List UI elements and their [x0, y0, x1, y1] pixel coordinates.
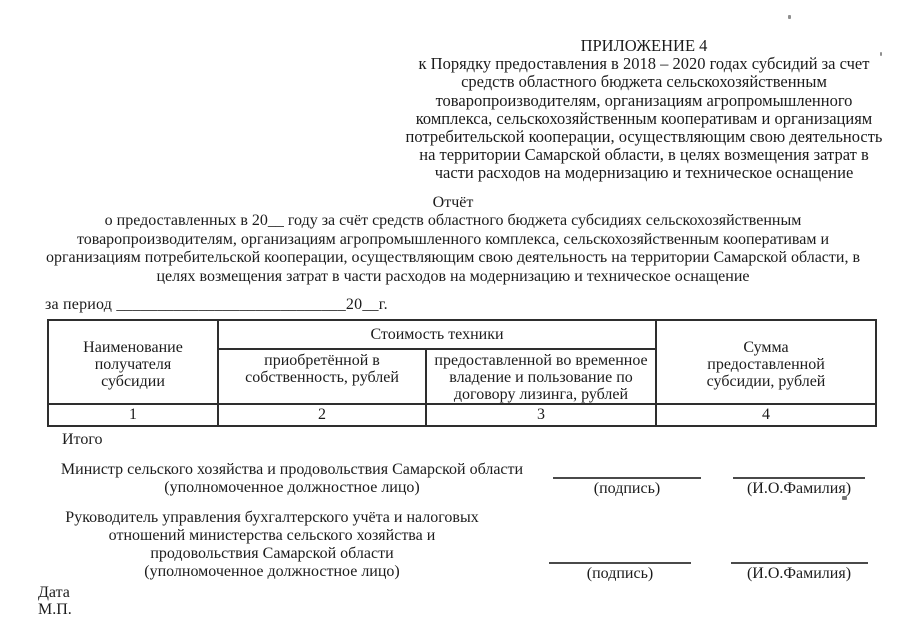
report-header: Отчёт о предоставленных в 20__ году за с… [33, 194, 873, 286]
scan-artifact [880, 52, 882, 56]
header-cost-group-label: Стоимость техники [370, 326, 504, 343]
accounting-head-title: Руководитель управления бухгалтерского у… [65, 509, 479, 562]
scan-artifact [788, 15, 791, 19]
accounting-head-signature-line [549, 562, 691, 564]
minister-title: Министр сельского хозяйства и продовольс… [60, 461, 524, 478]
accounting-head-name-line [731, 562, 868, 564]
header-cell-recipient: Наименование получателя субсидии [47, 319, 219, 405]
table-header-row-2: приобретённой в собственность, рублей пр… [48, 348, 876, 405]
header-cell-cost-group: Стоимость техники [217, 319, 657, 350]
signature-block-accounting-head: Руководитель управления бухгалтерского у… [52, 509, 492, 581]
column-number-3: 3 [425, 403, 657, 427]
date-label: Дата [38, 584, 70, 601]
minister-subtitle: (уполномоченное должностное лицо) [164, 479, 420, 496]
appendix-header: ПРИЛОЖЕНИЕ 4 к Порядку предоставления в … [386, 36, 902, 183]
header-recipient-label: Наименование получателя субсидии [83, 338, 183, 390]
minister-name-line [733, 477, 865, 479]
table-header-row-1: Наименование получателя субсидии Стоимос… [47, 319, 877, 405]
appendix-title: ПРИЛОЖЕНИЕ 4 [580, 36, 708, 55]
header-cell-cost-leased: предоставленной во временное владение и … [425, 348, 657, 405]
column-number-1: 1 [47, 403, 219, 427]
report-title: Отчёт [432, 194, 474, 211]
appendix-description: к Порядку предоставления в 2018 – 2020 г… [405, 54, 883, 183]
stamp-label: М.П. [38, 601, 72, 618]
subsidy-table: Наименование получателя субсидии Стоимос… [47, 319, 877, 427]
accounting-head-subtitle: (уполномоченное должностное лицо) [144, 563, 400, 580]
totals-label: Итого [62, 431, 103, 448]
accounting-head-sign-label: (подпись) [586, 565, 654, 582]
scan-artifact [842, 496, 847, 500]
table-column-number-row: 1 2 3 4 [47, 403, 877, 427]
column-number-4: 4 [655, 403, 877, 427]
minister-name-label: (И.О.Фамилия) [746, 480, 852, 497]
minister-sign-label: (подпись) [593, 480, 661, 497]
minister-signature-line [553, 477, 701, 479]
header-cost-leased-label: предоставленной во временное владение и … [434, 352, 648, 403]
report-description: о предоставленных в 20__ году за счёт ср… [45, 212, 861, 285]
header-cell-cost-owned: приобретённой в собственность, рублей [217, 348, 427, 405]
period-line: за период ____________________________20… [45, 296, 388, 313]
header-cost-owned-label: приобретённой в собственность, рублей [245, 352, 399, 386]
header-cell-subsidy-sum: Сумма предоставленной субсидии, рублей [655, 319, 877, 405]
header-subsidy-sum-label: Сумма предоставленной субсидии, рублей [706, 338, 826, 390]
signature-block-minister: Министр сельского хозяйства и продовольс… [52, 461, 532, 497]
column-number-2: 2 [217, 403, 427, 427]
accounting-head-name-label: (И.О.Фамилия) [746, 565, 852, 582]
